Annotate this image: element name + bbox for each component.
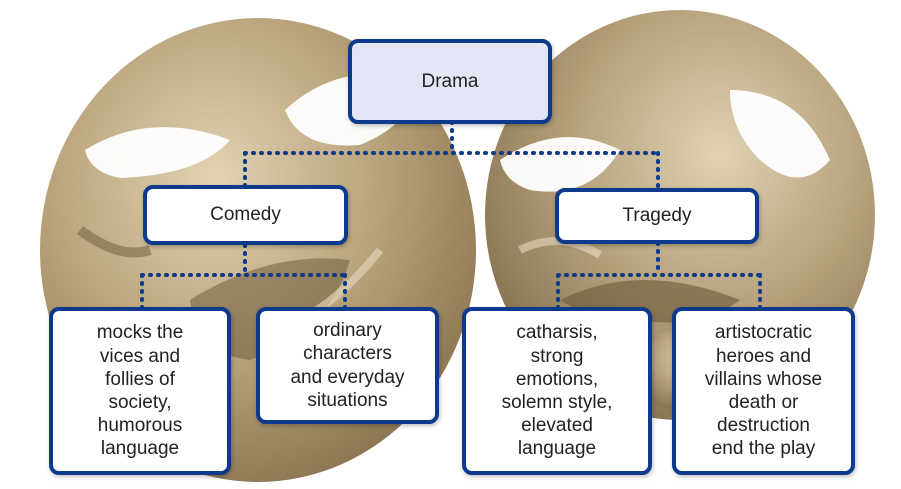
comedy-label: Comedy xyxy=(210,204,281,226)
drama-label: Drama xyxy=(421,70,479,92)
comedy-node: Comedy xyxy=(143,185,348,245)
comedy-connector xyxy=(140,243,347,310)
tragedy-leaf-2-text: artistocratic heroes and villains whose … xyxy=(704,322,823,460)
tragedy-connector xyxy=(556,241,762,310)
tragedy-leaf-2: artistocratic heroes and villains whose … xyxy=(672,307,855,475)
tragedy-label: Tragedy xyxy=(622,205,692,227)
drama-node: Drama xyxy=(348,39,552,124)
tragedy-leaf-1-text: catharsis, strong emotions, solemn style… xyxy=(501,322,613,460)
tragedy-leaf-1: catharsis, strong emotions, solemn style… xyxy=(462,307,652,475)
comedy-leaf-1-text: mocks the vices and follies of society, … xyxy=(96,322,184,460)
comedy-leaf-2-text: ordinary characters and everyday situati… xyxy=(290,320,405,411)
root-connector xyxy=(243,120,660,191)
comedy-leaf-2: ordinary characters and everyday situati… xyxy=(256,307,439,424)
comedy-leaf-1: mocks the vices and follies of society, … xyxy=(49,307,231,475)
tragedy-node: Tragedy xyxy=(555,188,759,244)
